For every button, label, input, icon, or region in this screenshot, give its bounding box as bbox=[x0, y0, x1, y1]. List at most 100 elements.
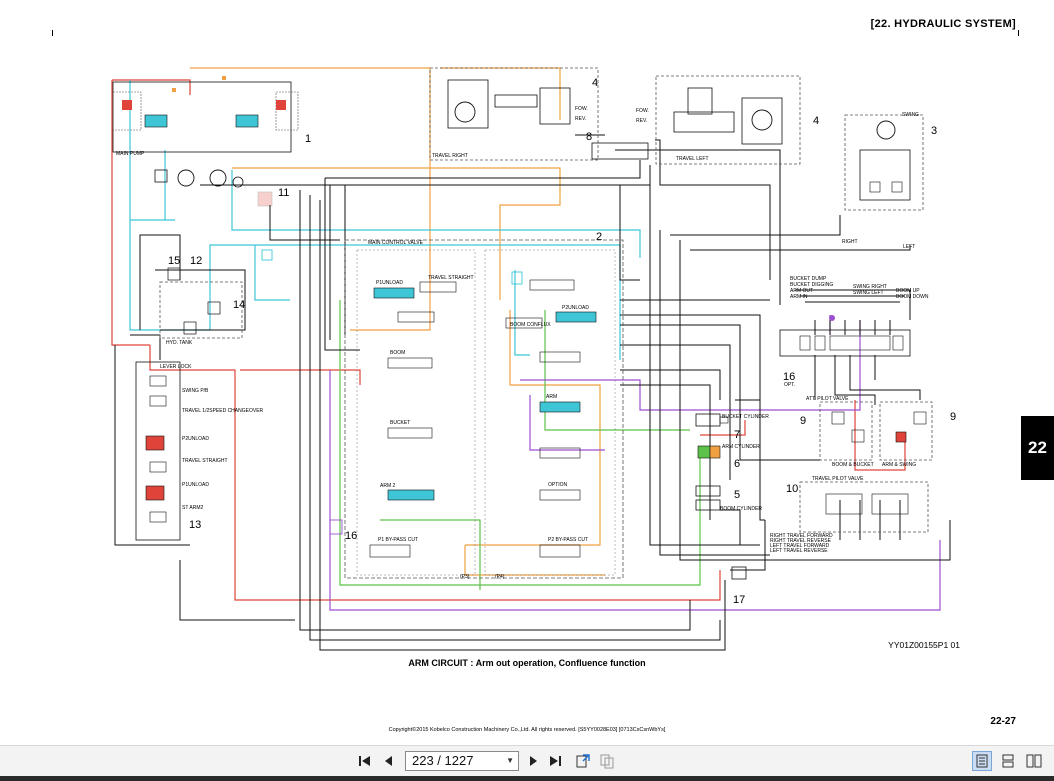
label-lever-lock: LEVER LOCK bbox=[160, 364, 192, 370]
callout-2: 2 bbox=[596, 231, 602, 243]
label-travel-speed: TRAVEL 1/2SPEED CHANGEOVER bbox=[182, 408, 264, 414]
label-bucket-cylinder: BUCKET CYLINDER bbox=[722, 414, 769, 420]
label-option: OPTION bbox=[548, 482, 568, 488]
drawing-code: YY01Z00155P1 01 bbox=[888, 640, 960, 650]
callout-7: 7 bbox=[734, 429, 740, 441]
callout-11: 11 bbox=[278, 187, 289, 199]
page-display: 223 / 1227 bbox=[412, 753, 474, 768]
label-p3: (P3) bbox=[460, 574, 470, 580]
copyright-line: Copyright©2015 Kobelco Construction Mach… bbox=[388, 727, 666, 733]
page-header: [22. HYDRAULIC SYSTEM] bbox=[0, 0, 1054, 40]
label-arm-cylinder: ARM CYLINDER bbox=[722, 444, 760, 450]
label-st-arm2: ST ARM2 bbox=[182, 505, 204, 511]
label-opt: OPT. bbox=[784, 382, 795, 388]
label-swing-right: SWING RIGHT bbox=[853, 284, 887, 290]
callout-9a: 9 bbox=[800, 415, 806, 427]
label-boom-bucket: BOOM & BUCKET bbox=[832, 462, 874, 468]
label-travel-straight: TRAVEL STRAIGHT bbox=[428, 275, 474, 281]
chevron-down-icon[interactable]: ▼ bbox=[506, 756, 514, 765]
label-right: RIGHT bbox=[842, 239, 858, 245]
viewer-toolbar: 223 / 1227 ▼ bbox=[0, 745, 1054, 777]
label-bucket: BUCKET bbox=[390, 420, 410, 426]
label-travel-left: TRAVEL LEFT bbox=[676, 156, 709, 162]
page-number: 22-27 bbox=[990, 716, 1016, 727]
label-p1-unload-sol: P1UNLOAD bbox=[182, 482, 209, 488]
next-page-icon[interactable] bbox=[524, 752, 542, 770]
callout-16b: 16 bbox=[783, 371, 795, 383]
manual-page: [22. HYDRAULIC SYSTEM] bbox=[0, 0, 1054, 733]
callout-14: 14 bbox=[233, 299, 245, 311]
label-fow-left: FOW. bbox=[636, 108, 649, 114]
previous-page-icon[interactable] bbox=[380, 752, 398, 770]
label-p2-bypass-cut: P2 BY-PASS CUT bbox=[548, 537, 588, 543]
callout-12: 12 bbox=[190, 255, 202, 267]
label-arm-out: ARM OUT bbox=[790, 288, 813, 294]
label-main-pump: MAIN PUMP bbox=[116, 151, 145, 157]
swing-motor: SWING RIGHT LEFT bbox=[842, 112, 924, 250]
black-lines bbox=[114, 134, 951, 651]
label-hyd-tank: HYD. TANK bbox=[166, 340, 193, 346]
main-control-valve: MAIN CONTROL VALVE P1UNLOAD TRAVEL STRAI… bbox=[344, 239, 624, 580]
label-right-travel-forward: RIGHT TRAVEL FORWARD bbox=[770, 533, 833, 539]
solenoid-valve-block: LEVER LOCK SWING P/B TRAVEL 1/2SPEED CHA… bbox=[135, 361, 264, 541]
status-bar bbox=[0, 776, 1054, 781]
label-p1-bypass-cut: P1 BY-PASS CUT bbox=[378, 537, 418, 543]
label-p2-unload: P2UNLOAD bbox=[562, 305, 589, 311]
two-page-view-icon[interactable] bbox=[1024, 751, 1044, 771]
single-page-view-icon[interactable] bbox=[972, 751, 992, 771]
label-swing-left: SWING LEFT bbox=[853, 290, 884, 296]
label-main-control-valve: MAIN CONTROL VALVE bbox=[368, 240, 424, 246]
label-travel-pilot-valve: TRAVEL PILOT VALVE bbox=[812, 476, 864, 482]
label-boom-down: BOOM DOWN bbox=[896, 294, 929, 300]
hydraulic-tank: HYD. TANK bbox=[159, 267, 243, 346]
label-rev-left: REV. bbox=[636, 118, 647, 124]
callout-1: 1 bbox=[305, 133, 311, 145]
figure-caption: ARM CIRCUIT : Arm out operation, Conflue… bbox=[408, 658, 646, 668]
callout-5: 5 bbox=[734, 489, 740, 501]
sensor-block: BUCKET DUMP BUCKET DIGGING ARM OUT ARM I… bbox=[779, 276, 929, 388]
callout-8: 8 bbox=[586, 131, 592, 143]
label-fow-right: FOW. bbox=[575, 106, 588, 112]
cylinders: BUCKET CYLINDER ARM CYLINDER BOOM CYLIND… bbox=[695, 413, 769, 512]
label-boom-conflux: BOOM CONFLUX bbox=[510, 322, 551, 328]
label-right-travel-reverse: RIGHT TRAVEL REVERSE bbox=[770, 538, 832, 544]
label-swing-pb: SWING P/B bbox=[182, 388, 209, 394]
copy-page-icon[interactable] bbox=[598, 752, 616, 770]
label-arm-swing: ARM & SWING bbox=[882, 462, 916, 468]
callout-4b: 4 bbox=[813, 115, 819, 127]
first-page-icon[interactable] bbox=[356, 752, 374, 770]
label-arm-in: ARM IN bbox=[790, 294, 808, 300]
label-rev-right: REV. bbox=[575, 116, 586, 122]
callout-9b: 9 bbox=[950, 411, 956, 423]
swivel-joint bbox=[591, 142, 649, 160]
label-boom-cylinder: BOOM CYLINDER bbox=[720, 506, 762, 512]
label-p1-unload: P1UNLOAD bbox=[376, 280, 403, 286]
header-bracket bbox=[52, 30, 1019, 36]
label-left: LEFT bbox=[903, 244, 915, 250]
misc-components bbox=[261, 249, 747, 580]
colored-lines bbox=[111, 67, 941, 611]
label-travel-straight-sol: TRAVEL STRAIGHT bbox=[182, 458, 228, 464]
label-arm: ARM bbox=[546, 394, 557, 400]
export-page-icon[interactable] bbox=[574, 752, 592, 770]
label-bucket-digging: BUCKET DIGGING bbox=[790, 282, 833, 288]
label-p2-unload-sol: P2UNLOAD bbox=[182, 436, 209, 442]
continuous-view-icon[interactable] bbox=[998, 751, 1018, 771]
label-left-travel-reverse: LEFT TRAVEL REVERSE bbox=[770, 548, 828, 554]
page-number-input[interactable]: 223 / 1227 ▼ bbox=[405, 751, 519, 771]
main-pump-unit: MAIN PUMP bbox=[112, 76, 299, 207]
travel-right-motor: TRAVEL RIGHT FOW. REV. bbox=[429, 67, 599, 161]
callout-6: 6 bbox=[734, 458, 740, 470]
label-bucket-dump: BUCKET DUMP bbox=[790, 276, 827, 282]
callout-numbers: 1 2 3 4 4 5 6 7 8 9 9 10 11 12 13 14 15 … bbox=[168, 77, 956, 606]
callout-15: 15 bbox=[168, 255, 180, 267]
travel-pilot-valve: TRAVEL PILOT VALVE RIGHT TRAVEL FORWARD … bbox=[770, 476, 929, 554]
att-pilot-valves: ATT. PILOT VALVE BOOM & BUCKET ARM & SWI… bbox=[806, 396, 933, 468]
callout-13: 13 bbox=[189, 519, 201, 531]
callout-3: 3 bbox=[931, 125, 937, 137]
label-att-pilot-valve: ATT. PILOT VALVE bbox=[806, 396, 849, 402]
callout-17: 17 bbox=[733, 594, 745, 606]
label-boom: BOOM bbox=[390, 350, 405, 356]
callout-10: 10 bbox=[786, 483, 798, 495]
last-page-icon[interactable] bbox=[546, 752, 564, 770]
